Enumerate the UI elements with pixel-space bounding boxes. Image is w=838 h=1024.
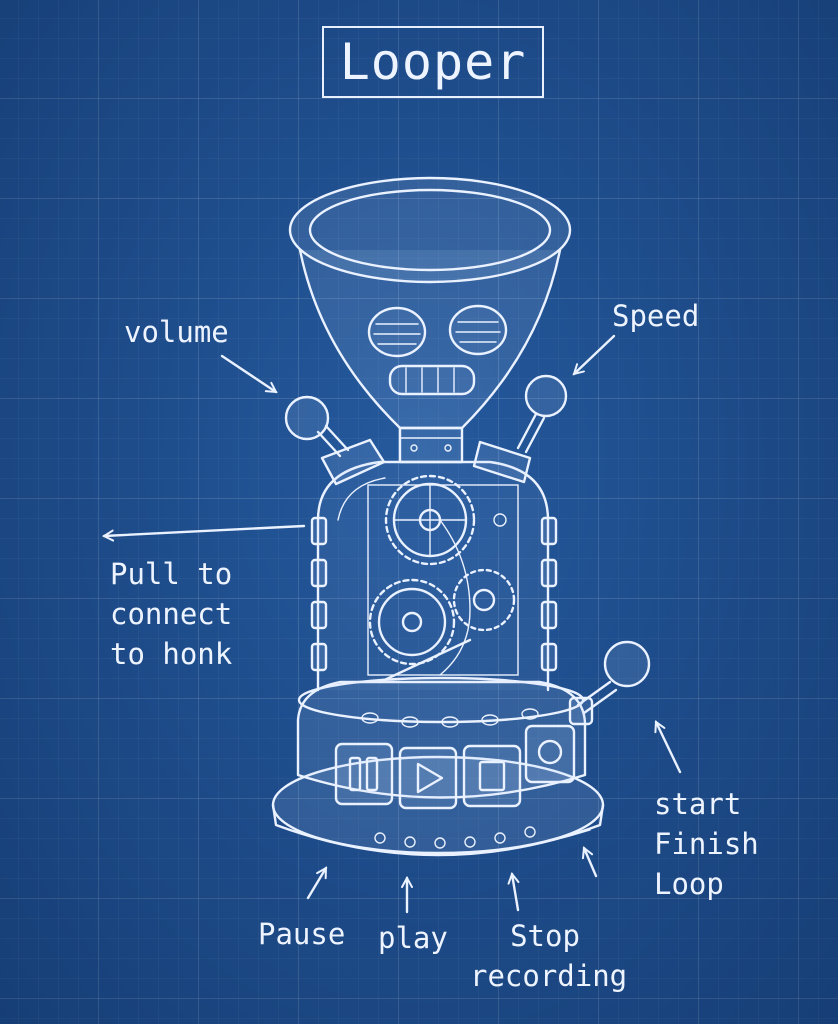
label-play: play (378, 921, 448, 955)
speed-arrow (574, 334, 616, 374)
label-start-finish-loop: start Finish Loop (654, 787, 759, 901)
pull-arrow (104, 524, 306, 536)
glass-dome (316, 460, 550, 692)
label-pull-to-connect: Pull to connect to honk (110, 557, 233, 671)
stop-button-drawing (462, 744, 522, 808)
record-button-drawing (524, 724, 576, 784)
annotation-arrows (104, 334, 682, 914)
control-housing (296, 676, 587, 799)
label-volume: volume (124, 315, 229, 349)
volume-arrow (220, 354, 276, 394)
play-button-drawing (398, 746, 458, 810)
label-pause: Pause (258, 917, 346, 951)
diagram-title: Looper (322, 26, 544, 98)
pause-arrow (306, 868, 328, 900)
funnel-face (367, 304, 508, 396)
gears (367, 474, 519, 684)
loop-arrow-lower (584, 848, 598, 878)
side-tabs (310, 516, 558, 672)
label-speed: Speed (612, 299, 700, 333)
stop-arrow (512, 874, 518, 912)
label-stop-recording: Stop recording (470, 919, 628, 993)
speed-knob (472, 374, 568, 484)
volume-knob (284, 395, 386, 486)
neck-collar (398, 426, 464, 464)
loop-arrow-upper (656, 722, 682, 774)
pause-button-drawing (334, 742, 394, 806)
funnel-horn (288, 176, 572, 430)
loop-lever (568, 640, 651, 726)
